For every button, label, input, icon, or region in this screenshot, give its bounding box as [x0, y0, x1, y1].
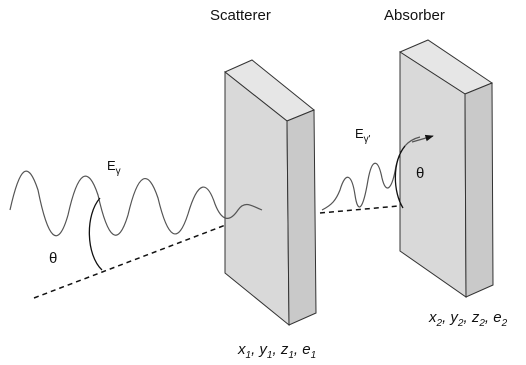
- absorber-coord-sub-3: 2: [501, 318, 508, 329]
- theta-label-left: θ: [49, 250, 57, 267]
- scatterer-title: Scatterer: [210, 7, 271, 24]
- absorber-coord-var-0: x: [428, 309, 437, 326]
- absorber-coord-sep-0: ,: [442, 309, 450, 326]
- scatterer-coord-sub-1: 1: [267, 350, 273, 361]
- absorber-coords: x2, y2, z2, e2: [428, 309, 508, 329]
- absorber-coord-sub-1: 2: [457, 318, 464, 329]
- scatterer-coord-sub-2: 1: [288, 350, 294, 361]
- absorber-side-face: [464, 82, 494, 298]
- incident-wave: [9, 170, 263, 237]
- absorber-coord-sep-2: ,: [485, 309, 493, 326]
- absorber-slab: [398, 39, 494, 298]
- theta-arc-right: [394, 145, 406, 209]
- scatterer-coord-var-2: z: [280, 341, 289, 358]
- scatterer-coord-sub-3: 1: [311, 350, 317, 361]
- theta-label-right: θ: [416, 165, 424, 182]
- scatterer-coord-var-0: x: [237, 341, 246, 358]
- scatterer-coords: x1, y1, z1, e1: [237, 341, 316, 361]
- scatterer-coord-var-1: y: [258, 341, 268, 358]
- absorber-coord-var-3: e: [493, 309, 501, 326]
- scattered-energy-label: Eγ': [355, 126, 371, 145]
- absorber-front-face: [399, 51, 467, 298]
- scattered-photon-path: [319, 204, 411, 214]
- theta-arc-left: [88, 197, 103, 271]
- scatterer-coord-sub-0: 1: [246, 350, 252, 361]
- absorber-coord-var-2: z: [471, 309, 480, 326]
- scatterer-side-face: [286, 109, 317, 326]
- absorber-coord-var-1: y: [449, 309, 459, 326]
- scatterer-coord-sep-1: ,: [272, 341, 280, 358]
- scatterer-coord-var-3: e: [302, 341, 310, 358]
- incident-energy-label: Eγ: [107, 158, 121, 177]
- absorber-coord-sub-0: 2: [436, 318, 443, 329]
- scatterer-coord-sep-2: ,: [294, 341, 302, 358]
- absorber-coord-sub-2: 2: [478, 318, 485, 329]
- scattered-arrow-tip: [411, 134, 434, 143]
- absorber-coord-sep-1: ,: [463, 309, 471, 326]
- scatterer-coord-sep-0: ,: [251, 341, 259, 358]
- absorber-title: Absorber: [384, 7, 445, 24]
- scatterer-slab: [224, 59, 317, 327]
